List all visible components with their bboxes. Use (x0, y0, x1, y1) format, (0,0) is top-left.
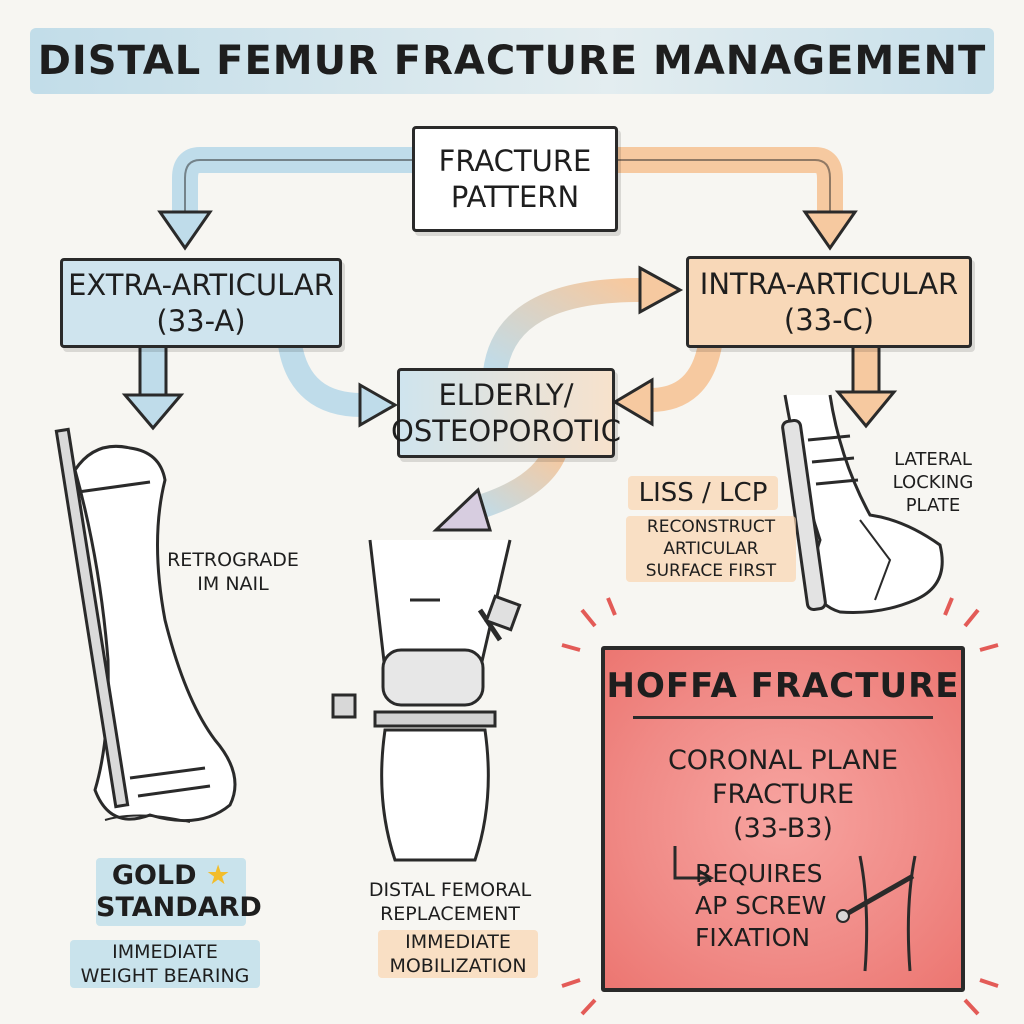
arrow-extra-down (121, 343, 185, 431)
node-extra-articular: EXTRA-ARTICULAR (33-A) (60, 258, 342, 348)
label-lateral-locking-plate: LATERAL LOCKING PLATE (878, 448, 988, 517)
label-lateral-line-3: PLATE (905, 495, 961, 516)
hoffa-screw-graphic (673, 846, 917, 972)
node-intra-articular: INTRA-ARTICULAR (33-C) (686, 256, 972, 348)
femur-im-nail-illustration (54, 427, 237, 823)
node-intra-articular-line-1: INTRA-ARTICULAR (699, 267, 959, 301)
hoffa-req-line-2: AP SCREW (695, 891, 827, 920)
node-elderly-line-1: ELDERLY/ (438, 378, 574, 412)
star-icon: ★ (205, 860, 231, 891)
label-reconstruct-line-2: ARTICULAR (663, 539, 759, 559)
arrow-to-intra-articular (612, 147, 858, 251)
hoffa-req-line-1: REQUIRES (695, 859, 823, 888)
arrow-elderly-to-intra (483, 265, 684, 374)
label-retrograde-im-nail: RETROGRADE IM NAIL (158, 548, 308, 596)
arrow-to-extra-articular (157, 147, 412, 251)
label-immediate-mobilization: IMMEDIATE MOBILIZATION (378, 930, 538, 978)
node-extra-articular-line-1: EXTRA-ARTICULAR (68, 268, 334, 302)
node-fracture-pattern-line-2: PATTERN (450, 180, 580, 214)
label-distal-femoral-replacement: DISTAL FEMORAL REPLACEMENT (350, 878, 550, 926)
label-gold-line-1: GOLD ★ (96, 860, 246, 892)
label-dfr-line-2: REPLACEMENT (380, 903, 520, 925)
hoffa-desc-line-3: (33-B3) (733, 813, 833, 844)
hoffa-desc-line-2: FRACTURE (711, 779, 855, 810)
label-lateral-line-1: LATERAL (894, 449, 972, 470)
hoffa-desc-line-1: CORONAL PLANE (667, 745, 899, 776)
lateral-plate-knee-illustration (781, 394, 944, 614)
label-immediate-mob-line-2: MOBILIZATION (389, 955, 527, 977)
hoffa-requirement: REQUIRES AP SCREW FIXATION (695, 858, 865, 954)
arrow-extra-to-elderly (278, 342, 399, 428)
label-gold-word: GOLD (111, 860, 197, 891)
hoffa-fracture-panel: HOFFA FRACTURE CORONAL PLANE FRACTURE (3… (601, 646, 965, 992)
hoffa-description: CORONAL PLANE FRACTURE (33-B3) (605, 744, 961, 846)
node-extra-articular-line-2: (33-A) (156, 304, 246, 338)
label-immediate-weight-line-1: IMMEDIATE (112, 941, 218, 963)
label-lateral-line-2: LOCKING (892, 472, 974, 493)
arrow-intra-down (834, 343, 898, 429)
label-immediate-weight-line-2: WEIGHT BEARING (80, 965, 250, 987)
page-title: DISTAL FEMUR FRACTURE MANAGEMENT (30, 28, 994, 94)
node-elderly-osteoporotic: ELDERLY/ OSTEOPOROTIC (391, 368, 621, 458)
label-gold-standard: GOLD ★ STANDARD (96, 858, 262, 926)
label-retrograde-line-1: RETROGRADE (167, 549, 299, 571)
arrow-intra-to-elderly (612, 342, 722, 427)
dfr-knee-illustration (331, 539, 522, 862)
node-fracture-pattern: FRACTURE PATTERN (412, 126, 618, 232)
node-elderly-line-2: OSTEOPOROTIC (391, 414, 621, 448)
hoffa-alert-marks (561, 597, 999, 1016)
label-immediate-mob-line-1: IMMEDIATE (405, 931, 511, 953)
hoffa-req-line-3: FIXATION (695, 923, 811, 952)
label-gold-line-2: STANDARD (96, 892, 262, 923)
hoffa-title-underline (633, 716, 933, 719)
arrow-elderly-to-dfr (432, 446, 567, 532)
label-reconstruct-line-1: RECONSTRUCT (646, 517, 776, 537)
node-fracture-pattern-line-1: FRACTURE (438, 144, 592, 178)
label-reconstruct-line-3: SURFACE FIRST (645, 561, 777, 581)
label-reconstruct-articular: RECONSTRUCT ARTICULAR SURFACE FIRST (626, 516, 796, 582)
hoffa-title: HOFFA FRACTURE (606, 666, 960, 706)
label-dfr-line-1: DISTAL FEMORAL (368, 879, 532, 901)
node-intra-articular-line-2: (33-C) (783, 303, 875, 337)
label-retrograde-line-2: IM NAIL (197, 573, 269, 595)
label-liss-lcp: LISS / LCP (628, 476, 778, 510)
label-immediate-weight-bearing: IMMEDIATE WEIGHT BEARING (70, 940, 260, 988)
